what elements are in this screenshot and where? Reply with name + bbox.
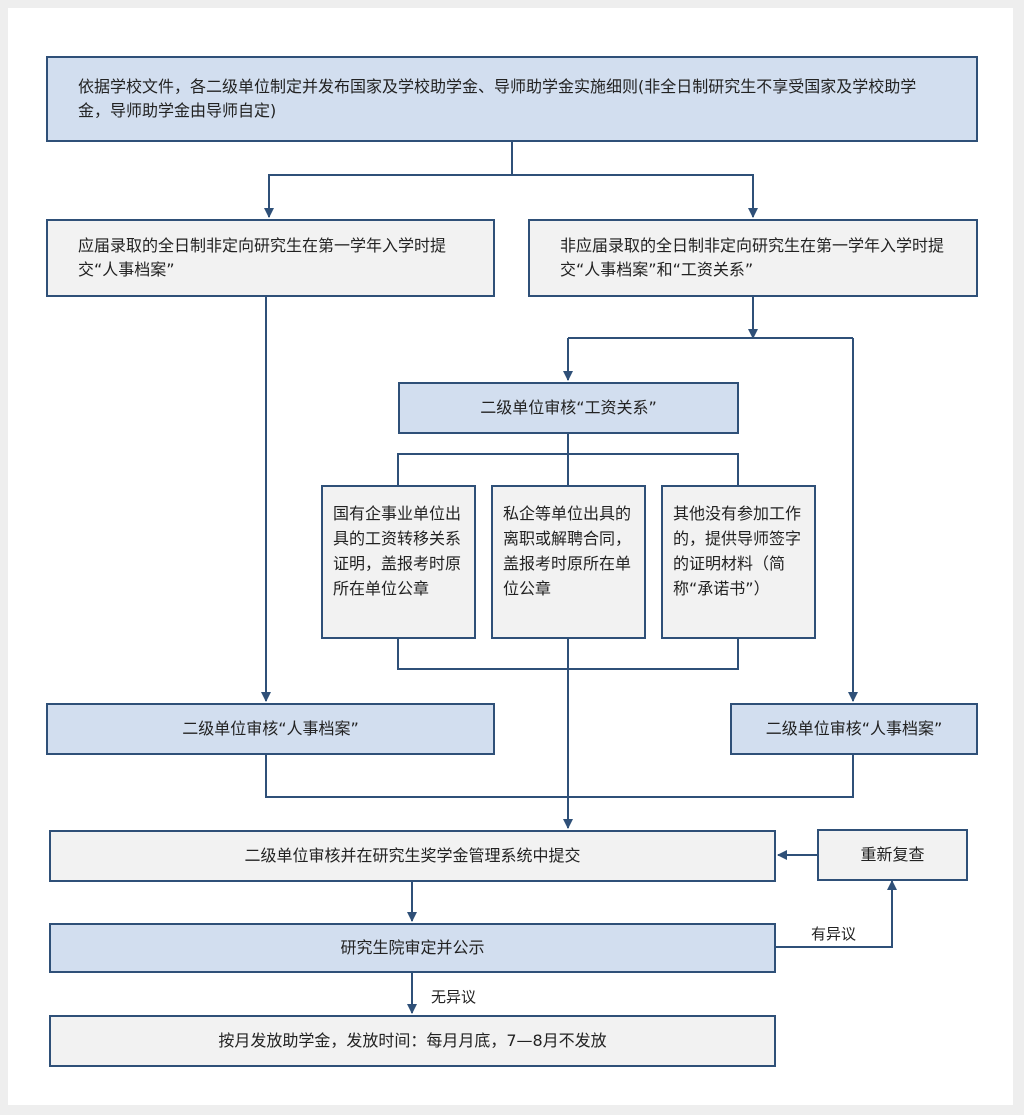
objection-connector — [775, 880, 897, 948]
graduate-school-review-box: 研究生院审定并公示 — [49, 923, 776, 973]
commitment-letter-box: 其他没有参加工作的，提供导师签字的证明材料（简称“承诺书”） — [661, 485, 816, 639]
submit-system-box: 二级单位审核并在研究生奖学金管理系统中提交 — [49, 830, 776, 882]
policy-box: 依据学校文件，各二级单位制定并发布国家及学校助学金、导师助学金实施细则(非全日制… — [46, 56, 978, 142]
fresh-graduate-box: 应届录取的全日制非定向研究生在第一学年入学时提交“人事档案” — [46, 219, 495, 297]
objection-label: 有异议 — [811, 925, 857, 943]
no-objection-label: 无异议 — [431, 988, 477, 1006]
payment-box: 按月发放助学金，发放时间：每月月底，7—8月不发放 — [49, 1015, 776, 1067]
archive-review-right-box: 二级单位审核“人事档案” — [730, 703, 978, 755]
state-owned-document-box: 国有企事业单位出具的工资转移关系证明，盖报考时原所在单位公章 — [321, 485, 476, 639]
salary-review-box: 二级单位审核“工资关系” — [398, 382, 739, 434]
salary-docs-connector — [568, 453, 739, 485]
policy-split-connector — [264, 142, 513, 218]
private-company-document-box: 私企等单位出具的离职或解聘合同，盖报考时原所在单位公章 — [491, 485, 646, 639]
flowchart-canvas: 依据学校文件，各二级单位制定并发布国家及学校助学金、导师助学金实施细则(非全日制… — [8, 8, 1013, 1105]
archive-merge-connector — [265, 755, 854, 798]
connector-lines — [261, 142, 897, 1014]
policy-split-connector — [512, 174, 758, 218]
archive-review-left-box: 二级单位审核“人事档案” — [46, 703, 495, 755]
non-fresh-graduate-box: 非应届录取的全日制非定向研究生在第一学年入学时提交“人事档案”和“工资关系” — [528, 219, 978, 297]
salary-docs-connector — [397, 434, 569, 485]
recheck-box: 重新复查 — [817, 829, 968, 881]
